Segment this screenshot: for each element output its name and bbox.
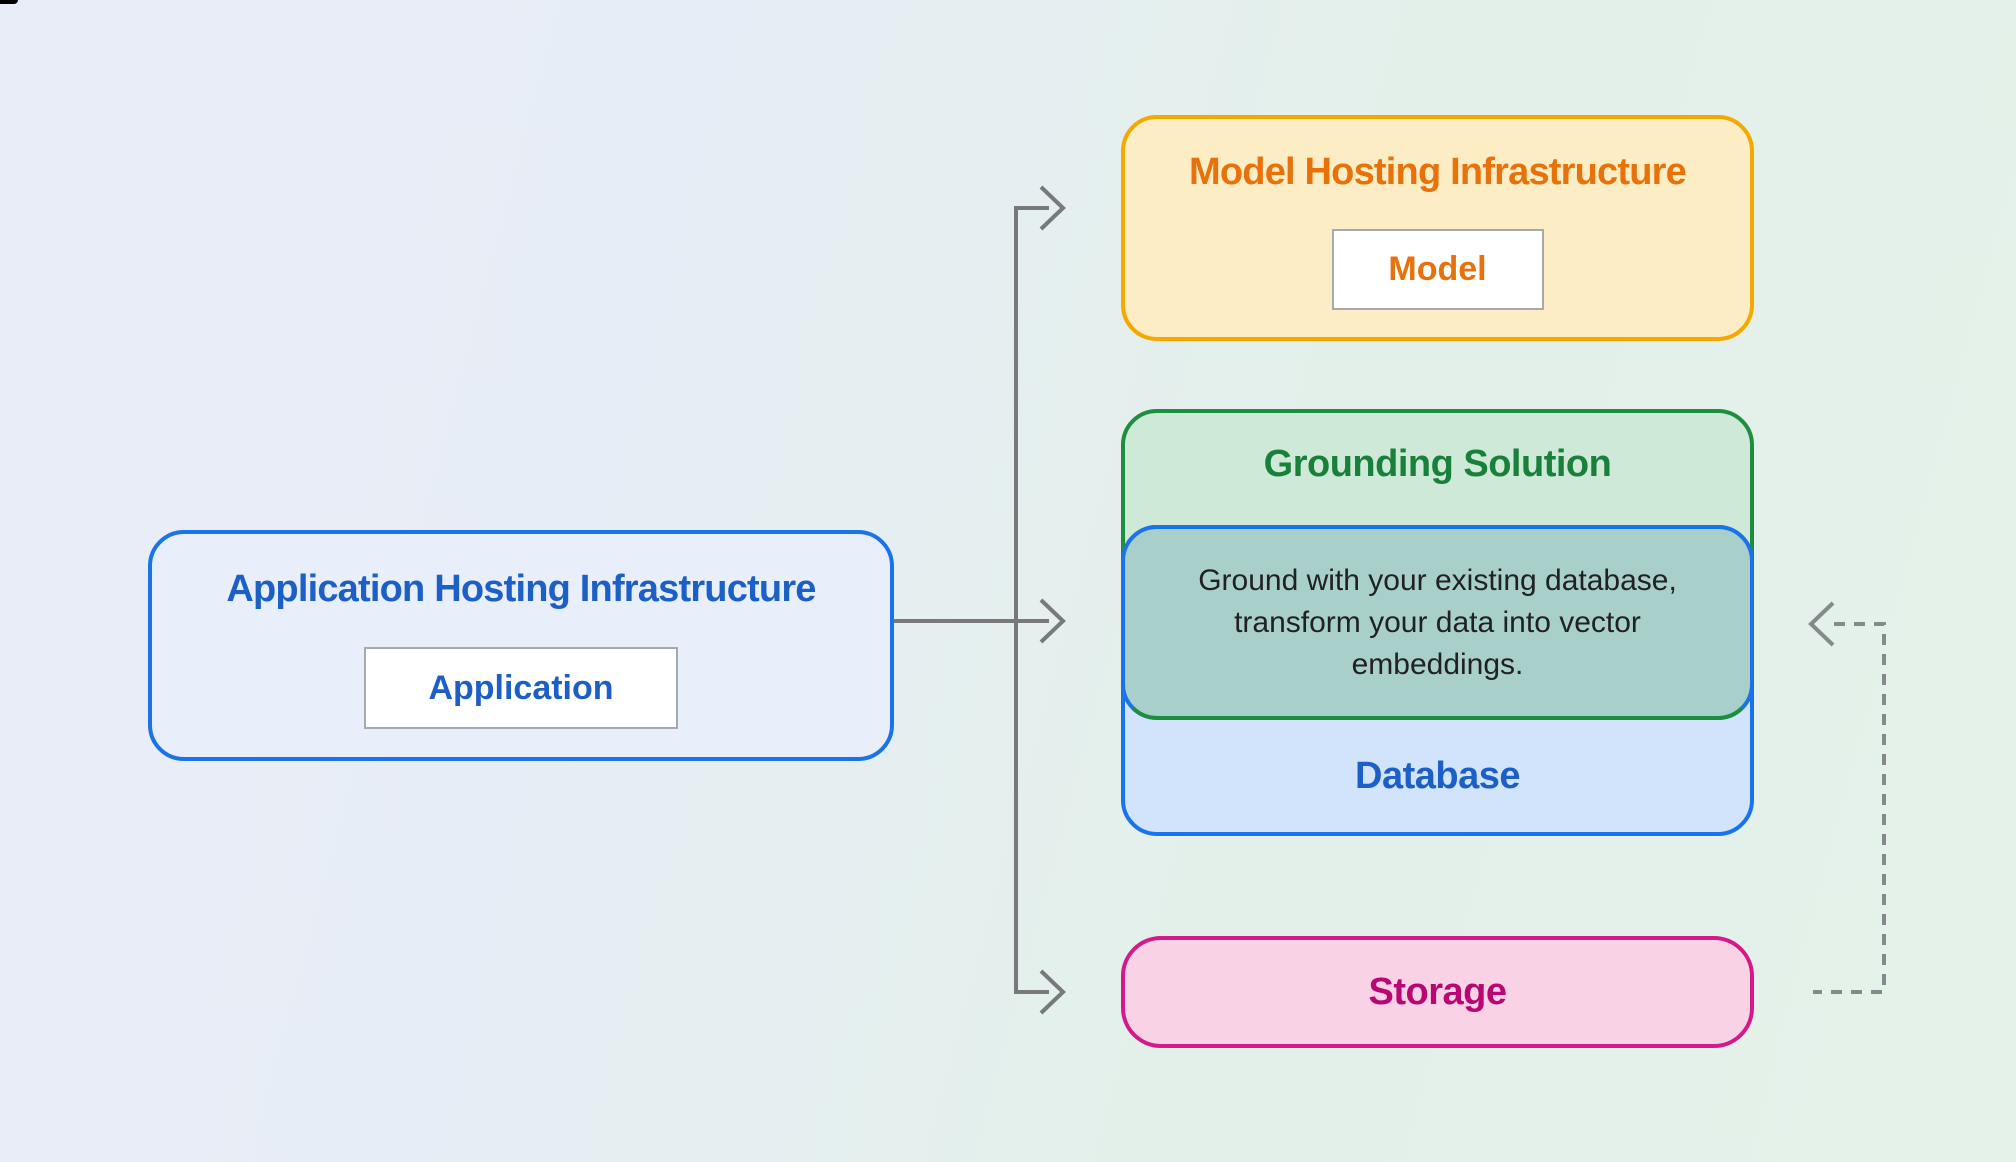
grounding-solution-title: Grounding Solution (1263, 443, 1612, 485)
screen-corner-notch (0, 0, 18, 4)
model-chip-label: Model (1388, 250, 1487, 288)
storage-box: Storage (1121, 936, 1754, 1048)
storage-label: Storage (1368, 970, 1507, 1013)
application-chip-label: Application (428, 668, 614, 707)
arrowhead-to-grounding-icon (1039, 598, 1066, 644)
model-hosting-title: Model Hosting Infrastructure (1189, 151, 1687, 193)
database-label-area: Database (1125, 720, 1750, 832)
application-hosting-box: Application Hosting Infrastructure Appli… (148, 530, 894, 761)
branch-vertical-line (1014, 206, 1049, 994)
storage-to-database-dashed-line (1813, 622, 1886, 994)
application-chip: Application (364, 647, 678, 729)
model-chip: Model (1331, 229, 1544, 310)
arrowhead-dashed-to-database-icon (1808, 601, 1835, 647)
grounding-description-box: Ground with your existing database, tran… (1121, 525, 1754, 720)
application-hosting-title: Application Hosting Infrastructure (226, 568, 816, 610)
grounding-description-text: Ground with your existing database, tran… (1198, 563, 1677, 681)
arrowhead-to-model-icon (1039, 185, 1066, 231)
database-label: Database (1355, 754, 1520, 797)
arrowhead-to-storage-icon (1039, 969, 1066, 1015)
model-hosting-box: Model Hosting Infrastructure Model (1121, 115, 1754, 341)
